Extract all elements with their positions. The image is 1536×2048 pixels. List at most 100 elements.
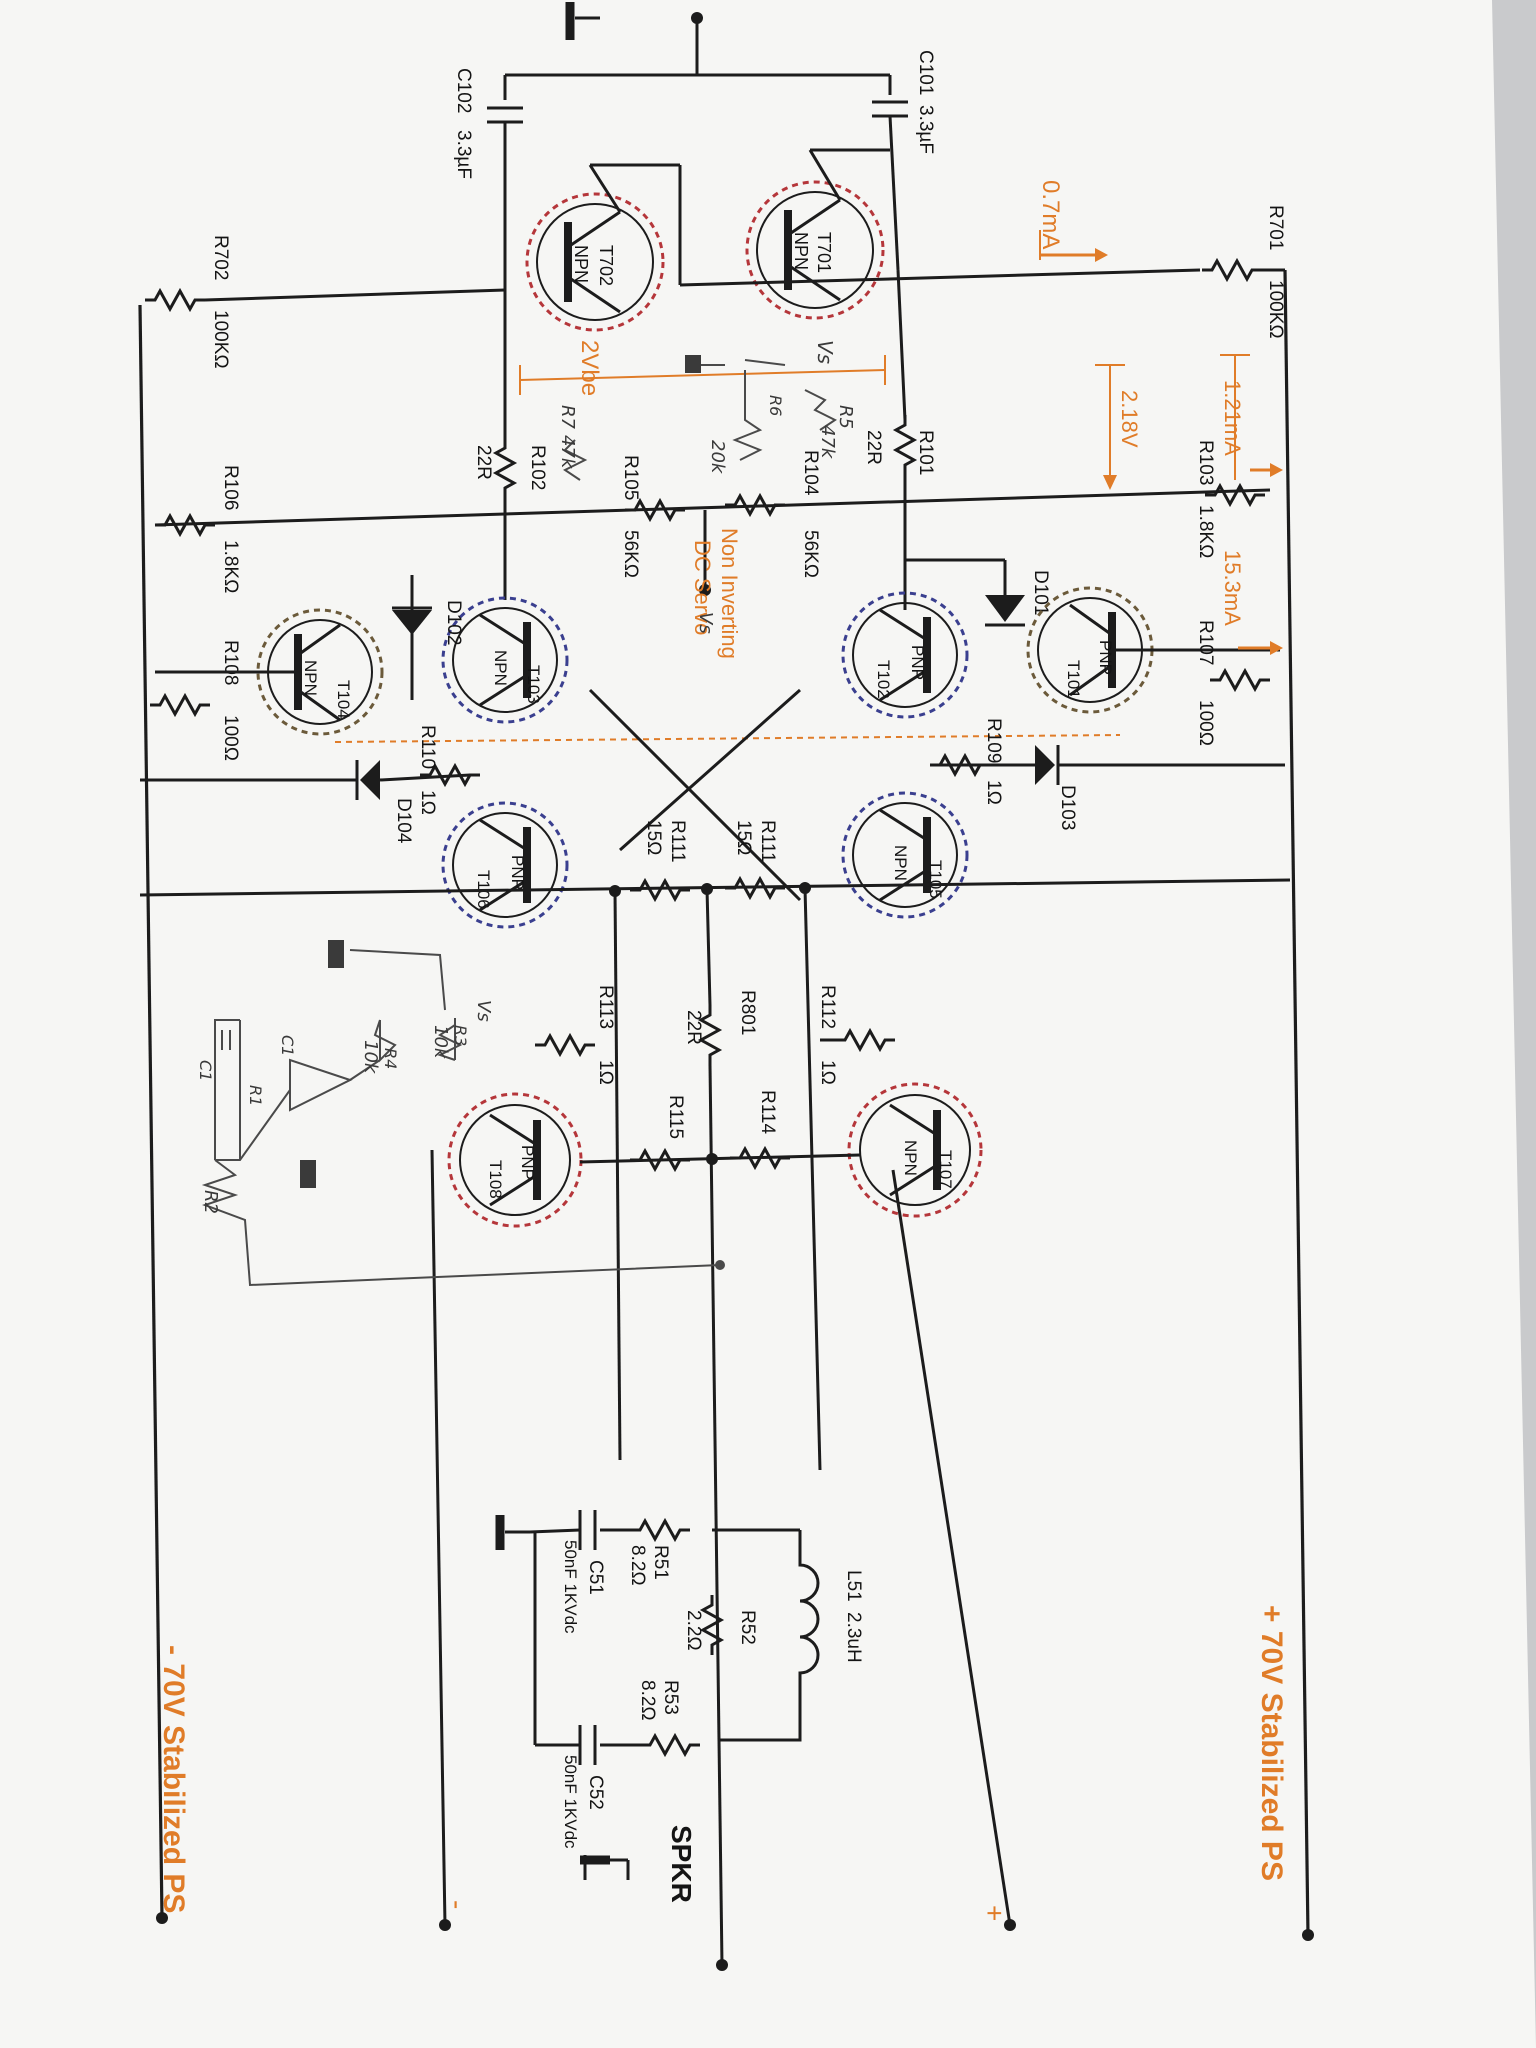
t105-type: NPN xyxy=(891,845,910,881)
c51-capacitor xyxy=(529,1510,597,1550)
handwritten-opamp-servo xyxy=(201,940,725,1287)
t102-transistor xyxy=(841,591,969,719)
r101-ref: R101 xyxy=(915,430,936,475)
t106-type: PNP xyxy=(508,855,527,890)
r113-ref: R113 xyxy=(595,985,616,1029)
hw-r4-val: 10k xyxy=(360,1040,381,1075)
r52-ref: R52 xyxy=(737,1610,758,1645)
vbe-label: 2Vbe xyxy=(576,340,603,396)
t101-ref: T101 xyxy=(1064,660,1083,699)
servo-label-2: DC Servo xyxy=(690,540,715,635)
input-node xyxy=(503,12,892,100)
r111a-ref: R111 xyxy=(757,820,778,863)
plus-supply-line xyxy=(891,1169,1012,1926)
minus-supply-line xyxy=(430,1149,447,1926)
t701-collector-wire xyxy=(896,269,907,421)
t104-transistor xyxy=(155,608,384,736)
t103-type: NPN xyxy=(491,650,510,686)
hw-r2: R2 xyxy=(200,1190,221,1214)
t104-type: NPN xyxy=(301,660,320,696)
r107-value: 100Ω xyxy=(1195,700,1216,746)
servo-vs: Vs xyxy=(695,612,716,634)
r108-value: 100Ω xyxy=(220,715,241,761)
r110-value: 1Ω xyxy=(417,790,438,815)
hw-c1b: C1 xyxy=(196,1060,215,1081)
hw-r3: R3 xyxy=(451,1025,470,1046)
minus-terminal xyxy=(439,1919,451,1931)
r53-ref: R53 xyxy=(660,1680,681,1715)
t108-ref: T108 xyxy=(486,1160,505,1199)
i107-label: 15.3mA xyxy=(1220,550,1245,626)
r103-ref: R103 xyxy=(1195,440,1216,485)
hw-c1: C1 xyxy=(278,1035,297,1056)
r115-ref: R115 xyxy=(665,1095,686,1139)
c101-capacitor xyxy=(872,100,908,271)
t701-transistor xyxy=(745,148,890,320)
r109-ref: R109 xyxy=(983,718,1004,763)
d104-diode xyxy=(140,760,471,800)
t702-type: NPN xyxy=(571,245,591,283)
c52-ref: C52 xyxy=(585,1775,606,1810)
current-input-label: 0.7mA xyxy=(1037,180,1064,249)
hw-vs-1: Vs xyxy=(813,340,837,364)
hw-vs-2: Vs xyxy=(473,1000,494,1022)
r53-value: 8.2Ω xyxy=(637,1680,658,1721)
positive-rail-label: + 70V Stabilized PS xyxy=(1255,1605,1288,1881)
t702-ref: T702 xyxy=(596,245,616,286)
r109-value: 1Ω xyxy=(983,780,1004,805)
c52-value: 50nF 1KVdc xyxy=(561,1755,580,1849)
driver-emitter-bus xyxy=(139,878,1291,897)
speaker-ground-symbol xyxy=(580,1855,630,1880)
hw-r3-val: 10k xyxy=(430,1025,451,1060)
input-bias-wire xyxy=(679,268,1201,287)
t702-transistor xyxy=(525,163,682,332)
feedback-bus xyxy=(154,488,1271,527)
r104-ref: R104 xyxy=(800,450,821,496)
hw-r4: R4 xyxy=(381,1048,400,1069)
r701-ref: R701 xyxy=(1265,205,1286,250)
hw-r5-val: 47k xyxy=(817,425,838,460)
r801-value: 22R xyxy=(683,1010,704,1045)
r102-value: 22R xyxy=(473,445,494,480)
i103-label: 1.21mA xyxy=(1220,380,1245,456)
negative-rail xyxy=(138,304,168,1924)
r111a-value: 15Ω xyxy=(733,820,754,855)
d103-ref: D103 xyxy=(1057,785,1078,830)
t104-ref: T104 xyxy=(334,680,353,719)
r103-value: 1.8KΩ xyxy=(1195,505,1216,558)
cross-wire-b xyxy=(619,688,801,852)
t108-type: PNP xyxy=(518,1145,537,1180)
hw-r7-val: 47k xyxy=(557,435,578,470)
t105-ref: T105 xyxy=(926,860,945,899)
r113-value: 1Ω xyxy=(595,1060,616,1085)
r112-ref: R112 xyxy=(817,985,838,1029)
c51-ref: C51 xyxy=(585,1560,606,1595)
c101-ref: C101 xyxy=(915,50,936,95)
d101-diode xyxy=(905,558,1025,627)
d104-ref: D104 xyxy=(393,798,414,844)
cross-wire-a xyxy=(588,688,802,902)
t101-type: PNP xyxy=(1096,640,1115,675)
handwritten-servo-network xyxy=(563,355,837,481)
centre-divider xyxy=(334,734,1121,743)
t701-type: NPN xyxy=(791,232,811,270)
d102-diode xyxy=(392,575,432,700)
hw-r6-val: 20k xyxy=(707,440,728,475)
l51-ref: L51 xyxy=(843,1570,864,1602)
r52-value: 2.2Ω xyxy=(683,1610,704,1651)
r104-value: 56KΩ xyxy=(800,530,821,578)
plus-terminal xyxy=(1004,1919,1016,1931)
t107-type: NPN xyxy=(901,1140,920,1176)
r702-ref: R702 xyxy=(210,235,231,280)
r106-value: 1.8KΩ xyxy=(220,540,241,593)
t108-transistor xyxy=(447,1092,583,1228)
t102-ref: T102 xyxy=(874,660,893,699)
c102-ref: C102 xyxy=(453,68,474,113)
positive-rail xyxy=(1283,269,1314,1941)
r105-value: 56KΩ xyxy=(620,530,641,578)
r108-ref: R108 xyxy=(220,640,241,685)
servo-label-1: Non Inverting xyxy=(717,528,742,659)
c51-value: 50nF 1KVdc xyxy=(561,1540,580,1634)
